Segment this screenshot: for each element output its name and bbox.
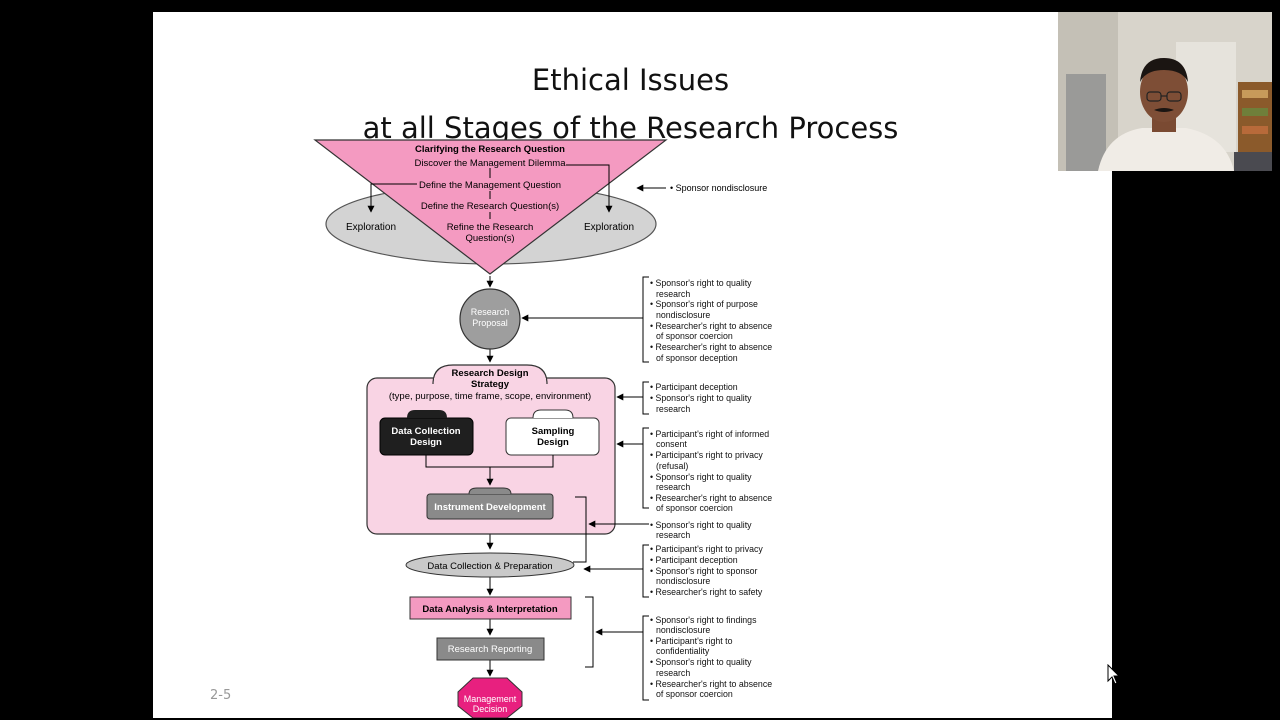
issue-text: • Researcher's right to absence <box>650 493 772 503</box>
issue-group-strategy: • Participant deception • Sponsor's righ… <box>650 382 752 414</box>
issue-text: of sponsor deception <box>656 353 738 363</box>
issue-text: • Participant's right to privacy <box>650 544 763 554</box>
step-refine-line1: Refine the Research <box>447 222 534 233</box>
research-proposal-node <box>459 288 521 350</box>
issue-text: • Researcher's right to absence <box>650 342 772 352</box>
data-analysis-node <box>409 596 572 620</box>
issue-text: confidentiality <box>656 646 710 656</box>
mouse-cursor-icon <box>1107 664 1121 685</box>
step-discover-dilemma: Discover the Management Dilemma <box>414 158 566 169</box>
issue-text: research <box>656 668 690 678</box>
issue-text: • Participant deception <box>650 382 738 392</box>
dcd-line1: Data Collection <box>391 426 460 437</box>
issue-text: • Participant deception <box>650 555 738 565</box>
strategy-title-2: Strategy <box>471 379 510 390</box>
proposal-line1: Research <box>471 307 510 317</box>
presenter-webcam <box>1058 12 1272 171</box>
step-define-management-question: Define the Management Question <box>419 180 561 191</box>
issue-text: • Researcher's right to absence <box>650 321 772 331</box>
issue-text: research <box>656 289 690 299</box>
issue-text: research <box>656 530 690 540</box>
dcp-label: Data Collection & Preparation <box>427 561 552 572</box>
issue-text: • Sponsor's right to quality <box>650 657 752 667</box>
issue-group-reporting: • Sponsor's right to findings nondisclos… <box>650 615 772 699</box>
dcd-line2: Design <box>410 437 442 448</box>
issue-text: of sponsor coercion <box>656 503 733 513</box>
decision-line2: Decision <box>473 704 508 714</box>
issue-text: • Participant's right of informed <box>650 429 769 439</box>
step-define-research-question: Define the Research Question(s) <box>421 201 559 212</box>
issue-text: • Participant's right to <box>650 636 733 646</box>
issue-text: research <box>656 482 690 492</box>
issue-text: of sponsor coercion <box>656 689 733 699</box>
decision-line1: Management <box>464 694 517 704</box>
issue-group-collection: • Participant's right to privacy • Parti… <box>650 544 763 597</box>
issue-text: research <box>656 404 690 414</box>
instrument-label: Instrument Development <box>434 502 546 513</box>
strategy-title-1: Research Design <box>451 368 528 379</box>
slide-title: Ethical Issues at all Stages of the Rese… <box>153 56 1108 152</box>
title-line-2: at all Stages of the Research Process <box>362 111 899 145</box>
issue-text: • Sponsor's right to quality <box>650 278 752 288</box>
issue-text: of sponsor coercion <box>656 331 733 341</box>
data-collection-prep-node <box>405 552 575 578</box>
presenter-video-frame <box>1058 12 1272 171</box>
analysis-label: Data Analysis & Interpretation <box>422 604 558 615</box>
exploration-right-label: Exploration <box>584 222 634 233</box>
reporting-label: Research Reporting <box>448 644 533 655</box>
sampling-line2: Design <box>537 437 569 448</box>
issue-text: nondisclosure <box>656 625 710 635</box>
issue-text: • Researcher's right to absence <box>650 679 772 689</box>
step-refine-line2: Question(s) <box>465 233 514 244</box>
issue-text: • Sponsor's right to sponsor <box>650 566 758 576</box>
exploration-left-label: Exploration <box>346 222 396 233</box>
issue-sponsor-nondisclosure: • Sponsor nondisclosure <box>670 183 767 193</box>
issue-group-instrument: • Sponsor's right to quality research <box>650 520 752 540</box>
issue-text: nondisclosure <box>656 310 710 320</box>
issue-text: nondisclosure <box>656 576 710 586</box>
research-reporting-node <box>436 637 545 661</box>
issue-text: (refusal) <box>656 461 688 471</box>
issue-group-proposal: • Sponsor's right to quality research • … <box>650 278 772 363</box>
issue-group-design: • Participant's right of informed consen… <box>650 429 772 513</box>
research-process-diagram: Exploration Exploration Clarifying the R… <box>313 139 772 718</box>
proposal-line2: Proposal <box>472 318 508 328</box>
slide-page-number: 2-5 <box>210 688 232 703</box>
issue-text: • Sponsor's right to findings <box>650 615 757 625</box>
issue-text: consent <box>656 439 687 449</box>
strategy-subtitle: (type, purpose, time frame, scope, envir… <box>389 391 591 402</box>
issue-text: • Sponsor's right to quality <box>650 472 752 482</box>
clarifying-triangle <box>313 139 668 275</box>
sampling-line1: Sampling <box>532 426 575 437</box>
management-decision-node <box>457 677 523 718</box>
slide: Ethical Issues at all Stages of the Rese… <box>153 12 1112 718</box>
issue-text: • Researcher's right to safety <box>650 587 763 597</box>
issue-text: • Participant's right to privacy <box>650 450 763 460</box>
issue-text: • Sponsor's right to quality <box>650 393 752 403</box>
triangle-header: Clarifying the Research Question <box>415 144 565 155</box>
issue-text: • Sponsor's right of purpose <box>650 299 758 309</box>
issue-text: • Sponsor's right to quality <box>650 520 752 530</box>
title-line-1: Ethical Issues <box>531 63 730 97</box>
